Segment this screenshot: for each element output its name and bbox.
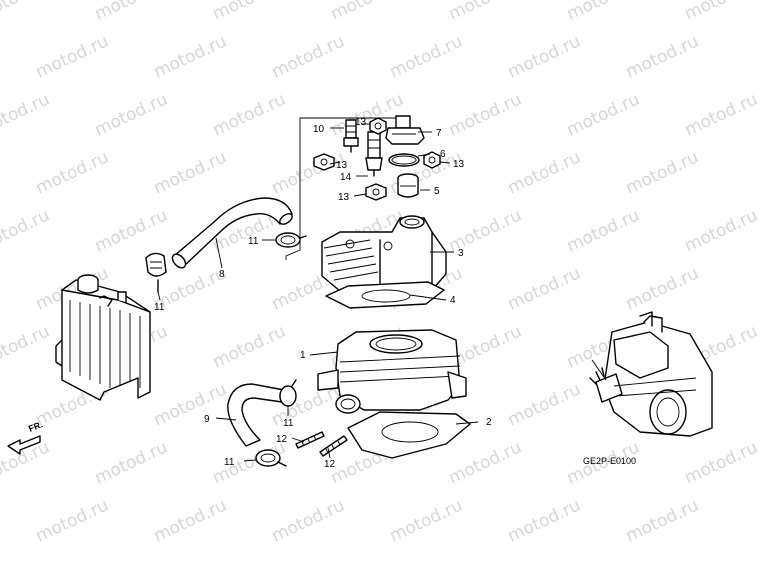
callout-10: 10 — [313, 124, 325, 135]
watermark-text: motod.ru — [92, 89, 171, 140]
watermark-text: motod.ru — [210, 321, 289, 372]
watermark-text: motod.ru — [0, 205, 53, 256]
stud-bolt-upper — [295, 431, 325, 449]
watermark-text: motod.ru — [505, 495, 584, 546]
nut-top — [369, 117, 387, 135]
nut-bottom — [365, 183, 387, 201]
watermark-text: motod.ru — [564, 0, 643, 25]
callout-layer: 1 2 3 4 5 6 7 8 9 10 11 11 11 11 12 12 1… — [154, 117, 492, 470]
plug-14 — [365, 131, 383, 177]
watermark-text: motod.ru — [564, 89, 643, 140]
nut-left — [313, 153, 335, 171]
watermark-text: motod.ru — [623, 31, 702, 82]
watermark-text: motod.ru — [564, 205, 643, 256]
watermark-text: motod.ru — [446, 0, 525, 25]
watermark-text: motod.ru — [0, 437, 53, 488]
o-ring — [388, 153, 420, 167]
hose-clamp-lower-bottom — [255, 449, 287, 467]
watermark-text: motod.ru — [328, 0, 407, 25]
callout-11-upper: 11 — [248, 236, 259, 247]
callout-6: 6 — [440, 149, 446, 160]
callout-1: 1 — [300, 350, 306, 361]
watermark-text: motod.ru — [505, 147, 584, 198]
callout-3: 3 — [458, 248, 464, 259]
cylinder — [317, 329, 467, 414]
engine-reference-sketch — [589, 311, 713, 437]
thermostat — [397, 173, 419, 198]
callout-9: 9 — [204, 414, 210, 425]
callout-11-lower: 11 — [283, 418, 294, 429]
watermark-text: motod.ru — [505, 379, 584, 430]
watermark-text: motod.ru — [623, 495, 702, 546]
watermark-text: motod.ru — [151, 147, 230, 198]
callout-11-radiator: 11 — [154, 302, 165, 313]
watermark-text: motod.ru — [623, 263, 702, 314]
watermark-text: motod.ru — [0, 321, 53, 372]
watermark-text: motod.ru — [92, 205, 171, 256]
watermark-text: motod.ru — [682, 437, 761, 488]
callout-7: 7 — [436, 128, 442, 139]
callout-13-left: 13 — [336, 160, 348, 171]
watermark-text: motod.ru — [446, 89, 525, 140]
watermark-text: motod.ru — [0, 89, 53, 140]
cylinder-base-gasket — [347, 411, 471, 459]
callout-2: 2 — [486, 417, 492, 428]
watermark-text: motod.ru — [269, 31, 348, 82]
hose-clamp-lower-top — [279, 379, 297, 407]
callout-5: 5 — [434, 186, 440, 197]
watermark-text: motod.ru — [682, 205, 761, 256]
watermark-text: motod.ru — [151, 379, 230, 430]
callout-4: 4 — [450, 295, 456, 306]
watermark-text: motod.ru — [33, 147, 112, 198]
callout-12-lower: 12 — [324, 459, 336, 470]
watermark-text: motod.ru — [269, 495, 348, 546]
spark-plug — [343, 119, 359, 153]
watermark-text: motod.ru — [151, 495, 230, 546]
nut-right — [423, 151, 441, 169]
watermark-text: motod.ru — [210, 89, 289, 140]
watermark-text: motod.ru — [92, 437, 171, 488]
watermark-text: motod.ru — [682, 89, 761, 140]
callout-12-upper: 12 — [276, 434, 288, 445]
hose-clamp-radiator — [145, 252, 167, 293]
watermark-text: motod.ru — [210, 0, 289, 25]
hose-clamp-upper — [275, 232, 307, 248]
watermark-text: motod.ru — [33, 495, 112, 546]
watermark-text: motod.ru — [0, 0, 53, 25]
watermark-text: motod.ru — [269, 147, 348, 198]
watermark-text: motod.ru — [33, 31, 112, 82]
thermostat-cover — [385, 115, 425, 145]
callout-14: 14 — [340, 172, 352, 183]
head-gasket — [325, 281, 445, 309]
upper-water-hose — [171, 197, 293, 269]
callout-8: 8 — [219, 269, 225, 280]
watermark-text: motod.ru — [387, 495, 466, 546]
assembly-bracket — [285, 117, 404, 260]
watermark-text: motod.ru — [682, 0, 761, 25]
watermark-text: motod.ru — [446, 437, 525, 488]
watermark-text: motod.ru — [92, 0, 171, 25]
watermark-text: motod.ru — [387, 31, 466, 82]
callout-13-top: 13 — [355, 117, 367, 128]
diagram-code: GE2P-E0100 — [583, 456, 636, 466]
callout-13-bottom: 13 — [338, 192, 350, 203]
callout-13-right: 13 — [453, 159, 465, 170]
watermark-text: motod.ru — [505, 263, 584, 314]
callout-11-bottom: 11 — [224, 457, 235, 468]
watermark-text: motod.ru — [151, 31, 230, 82]
radiator — [55, 274, 151, 401]
watermark-text: motod.ru — [623, 147, 702, 198]
watermark-text: motod.ru — [505, 31, 584, 82]
stud-bolt-lower — [319, 435, 348, 457]
